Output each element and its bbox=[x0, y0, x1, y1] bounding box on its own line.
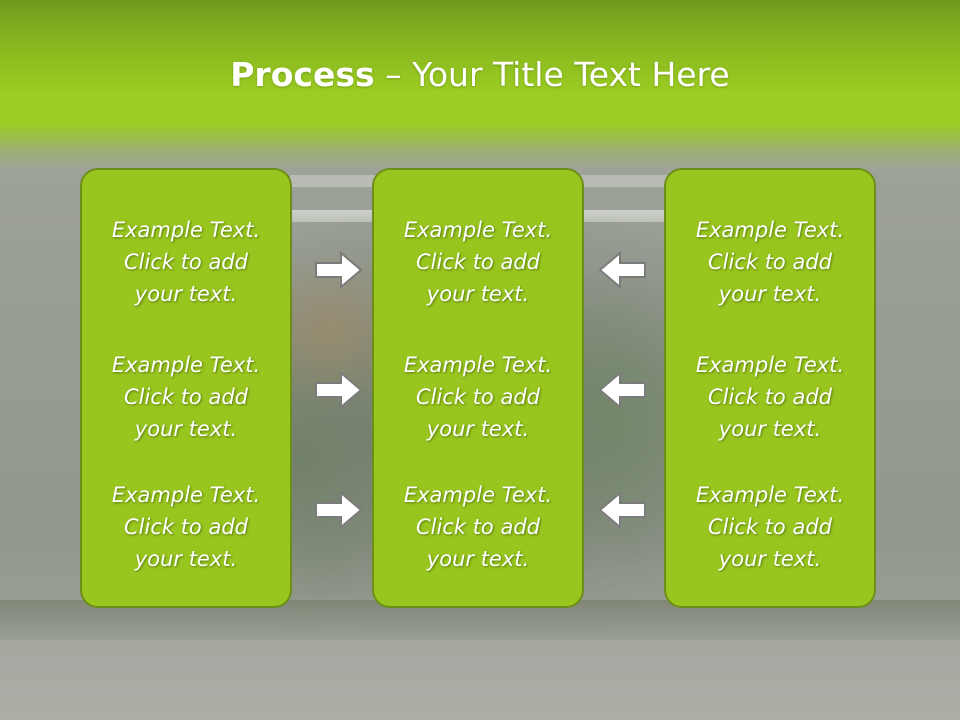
arrow-right-icon bbox=[314, 370, 364, 410]
box-text[interactable]: Example Text. Click to add your text. bbox=[403, 483, 553, 571]
arrow-right-icon bbox=[314, 250, 364, 290]
title-bold-text: Process bbox=[230, 55, 375, 94]
box-text[interactable]: Example Text. Click to add your text. bbox=[111, 353, 261, 441]
box-text[interactable]: Example Text. Click to add your text. bbox=[695, 483, 845, 571]
arrow-left-icon bbox=[597, 370, 647, 410]
slide-title[interactable]: Process – Your Title Text Here bbox=[0, 52, 960, 98]
arrow-left-icon bbox=[597, 250, 647, 290]
arrow-right-icon bbox=[314, 490, 364, 530]
title-rest-text: – Your Title Text Here bbox=[374, 55, 730, 94]
box-text[interactable]: Example Text. Click to add your text. bbox=[111, 483, 261, 571]
box-text[interactable]: Example Text. Click to add your text. bbox=[695, 353, 845, 441]
box-text[interactable]: Example Text. Click to add your text. bbox=[403, 218, 553, 306]
box-text[interactable]: Example Text. Click to add your text. bbox=[403, 353, 553, 441]
bottom-fade bbox=[0, 640, 960, 720]
process-box-left[interactable]: Example Text. Click to add your text. Ex… bbox=[80, 168, 292, 608]
header-band bbox=[0, 0, 960, 170]
box-text[interactable]: Example Text. Click to add your text. bbox=[695, 218, 845, 306]
box-text[interactable]: Example Text. Click to add your text. bbox=[111, 218, 261, 306]
arrow-left-icon bbox=[597, 490, 647, 530]
process-box-right[interactable]: Example Text. Click to add your text. Ex… bbox=[664, 168, 876, 608]
process-box-center[interactable]: Example Text. Click to add your text. Ex… bbox=[372, 168, 584, 608]
